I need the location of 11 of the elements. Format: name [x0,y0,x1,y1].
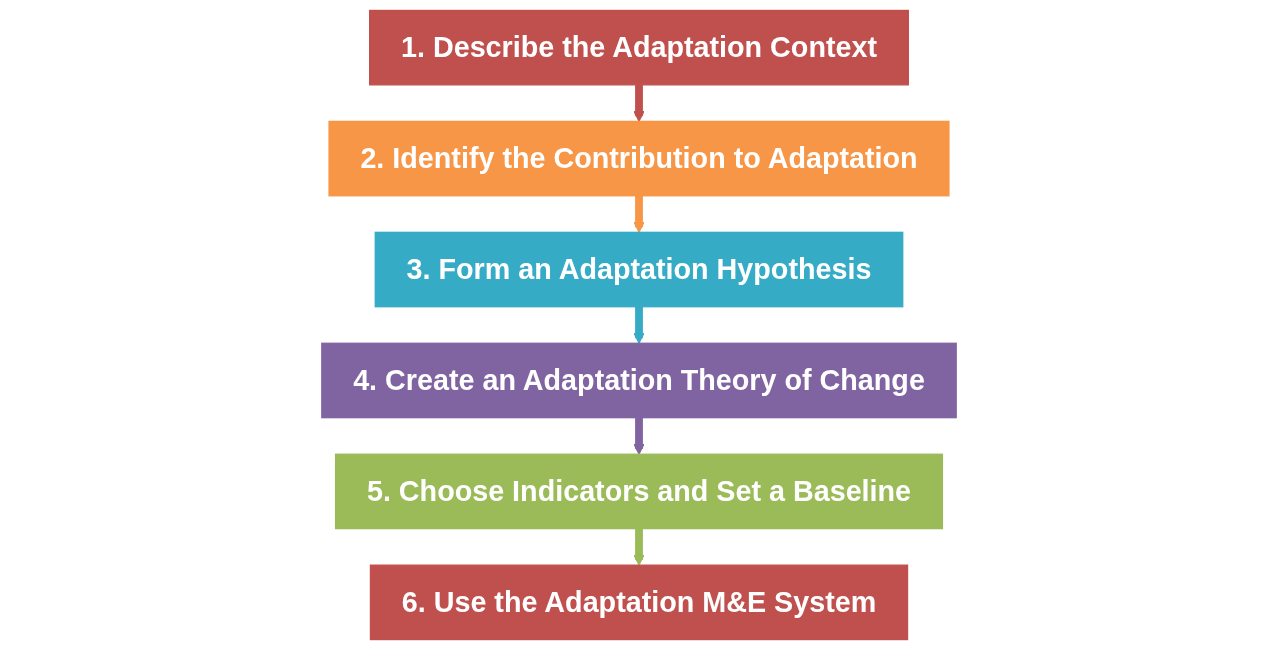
arrow [633,527,645,566]
node-box: 6. Use the Adaptation M&E System [369,564,909,641]
arrow [633,83,645,122]
node-box: 1. Describe the Adaptation Context [369,9,909,86]
node-box: 4. Create an Adaptation Theory of Change [321,342,957,419]
arrow [633,305,645,344]
node-box: 5. Choose Indicators and Set a Baseline [334,453,944,530]
arrow [633,194,645,233]
arrow [633,416,645,455]
node-box: 2. Identify the Contribution to Adaptation [328,120,950,197]
node-box: 3. Form an Adaptation Hypothesis [374,231,904,308]
